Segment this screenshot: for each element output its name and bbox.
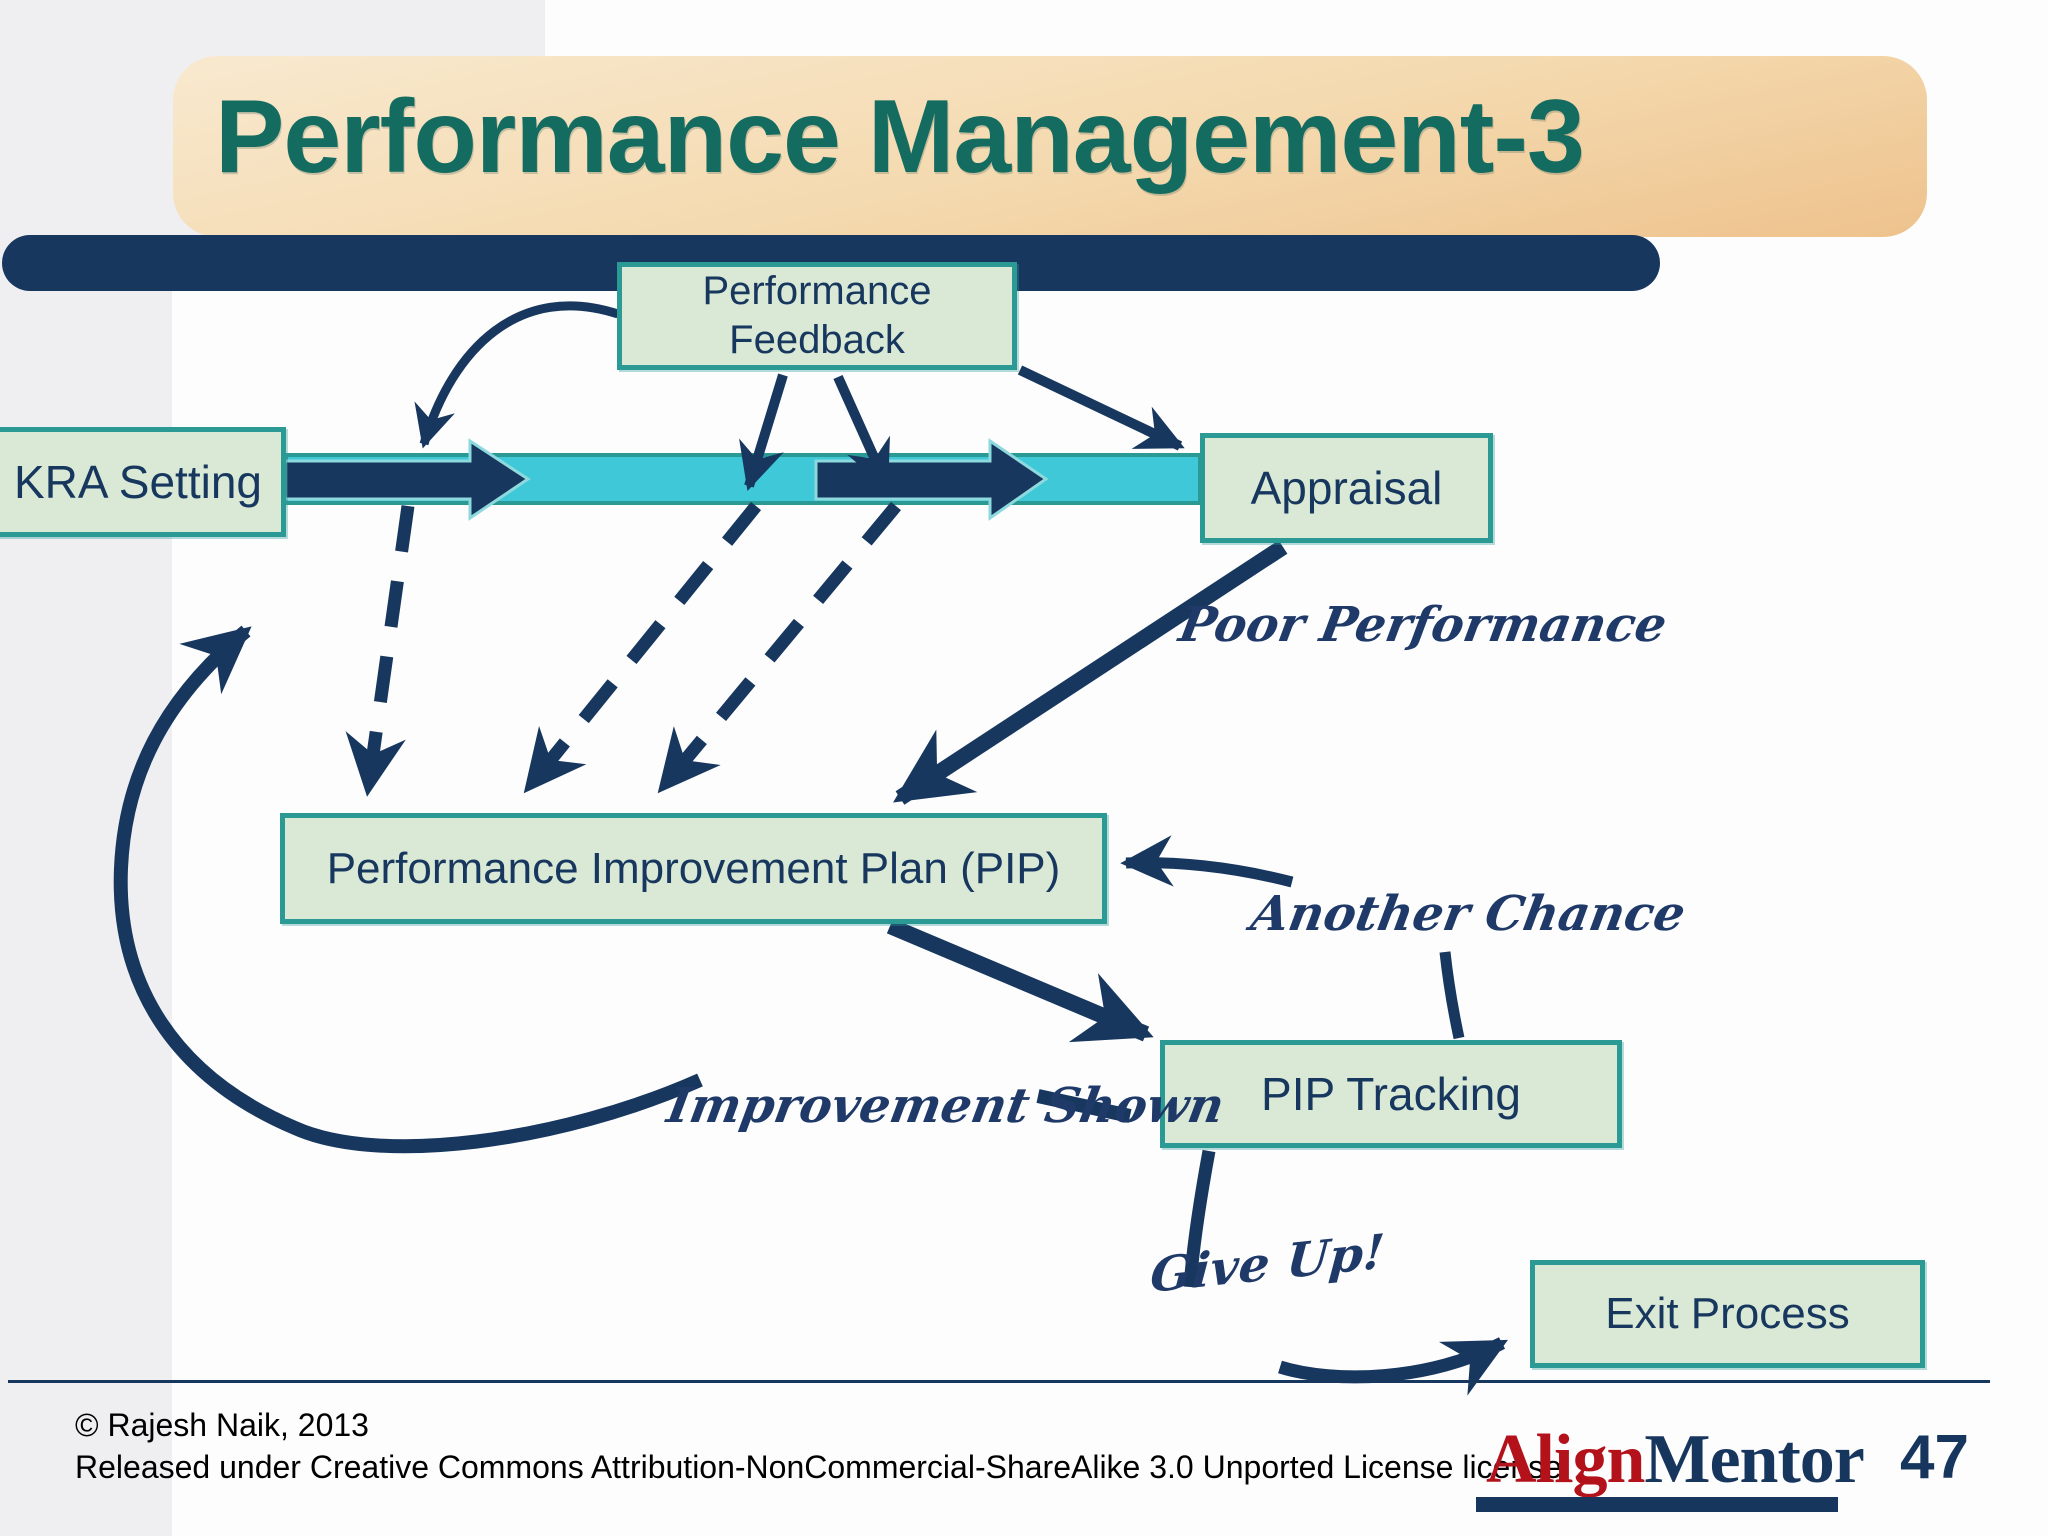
logo-underline [1476,1497,1838,1512]
node-pip-tracking: PIP Tracking [1160,1040,1622,1148]
logo-align: Align [1486,1421,1645,1498]
node-pip-label: Performance Improvement Plan (PIP) [326,843,1061,893]
footer-divider [8,1380,1990,1383]
dashed-arrow-kra-to-pip [345,505,415,797]
node-pip: Performance Improvement Plan (PIP) [280,813,1107,924]
title-banner [173,56,1927,237]
annotation-another-chance: Another Chance [1247,886,1690,942]
arrow-another-chance-stub [1439,951,1465,1040]
slide-title: Performance Management-3 [215,79,1585,195]
node-performance-feedback: Performance Feedback [617,262,1017,370]
arrow-improvement-dash [1036,1089,1132,1123]
arrow-give-up-to-exit [1278,1337,1508,1396]
node-appraisal-label: Appraisal [1250,462,1443,514]
footer-text: © Rajesh Naik, 2013 Released under Creat… [75,1404,1562,1488]
timeline-navy-arrow-2 [814,438,1049,521]
arrow-feedback-down-right [833,374,891,489]
arrow-feedback-down-left [739,373,788,491]
node-feedback-label-line1: Performance [702,269,932,314]
node-kra-setting-label: KRA Setting [13,456,263,508]
node-exit-process-label: Exit Process [1605,1289,1850,1338]
arrow-improvement-to-kra [113,625,703,1154]
arrow-feedback-to-appraisal [1017,365,1185,451]
arrow-pip-to-tracking [886,918,1154,1043]
node-pip-tracking-label: PIP Tracking [1261,1068,1521,1120]
node-feedback-label-line2: Feedback [729,318,905,362]
dashed-arrow-right-to-pip [656,501,902,794]
annotation-improvement-shown: Improvement Shown [663,1078,1229,1134]
arrow-poor-performance [893,540,1288,805]
footer-license: Released under Creative Commons Attribut… [75,1449,1562,1485]
page-number: 47 [1900,1423,1969,1492]
arrow-another-chance-head [1120,835,1294,888]
arrow-feedback-to-kra-stage [414,301,620,449]
footer-copyright: © Rajesh Naik, 2013 [75,1407,369,1443]
node-exit-process: Exit Process [1530,1260,1925,1368]
annotation-poor-performance: Poor Performance [1175,597,1671,653]
alignmentor-logo: AlignMentor [1486,1420,1865,1500]
logo-mentor: Mentor [1644,1421,1864,1498]
node-kra-setting: KRA Setting [0,427,286,537]
arrow-give-up-stub [1183,1149,1216,1288]
node-appraisal: Appraisal [1200,433,1493,543]
timeline-navy-arrow-1 [283,438,531,521]
dashed-arrow-mid-to-pip [522,501,762,794]
